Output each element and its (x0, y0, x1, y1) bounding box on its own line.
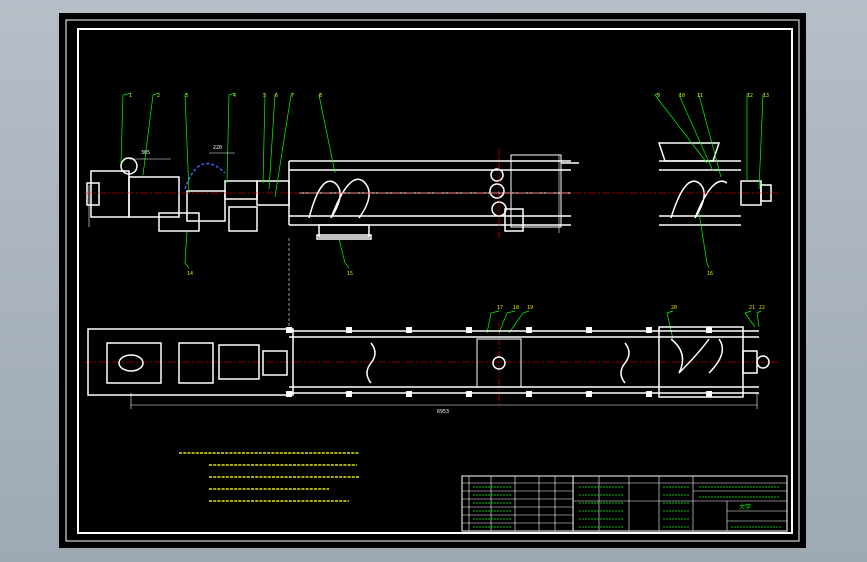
stud (526, 327, 532, 333)
drawing-outer-frame (65, 19, 800, 542)
stud (586, 391, 592, 397)
centerlines (84, 148, 779, 408)
balloon-20: 20 (671, 305, 677, 311)
balloon-4: 4 (233, 93, 236, 99)
stud (706, 327, 712, 333)
title-block (461, 475, 788, 532)
balloon-22: 22 (759, 305, 765, 311)
balloon-17: 17 (497, 305, 503, 311)
stud (646, 327, 652, 333)
motor (90, 170, 130, 218)
stud (466, 327, 472, 333)
stud (406, 327, 412, 333)
plan-break-right (620, 342, 630, 384)
reducer-body (128, 176, 180, 218)
stud (406, 391, 412, 397)
screw-flights-right (670, 180, 728, 219)
intermediate-bearing (489, 168, 524, 232)
stud (586, 327, 592, 333)
plan-break-left (366, 342, 376, 384)
balloon-21: 21 (749, 305, 755, 311)
screw-flights-left (308, 178, 370, 219)
plan-bearing (262, 350, 288, 376)
plan-motor-end (118, 354, 144, 372)
technical-notes (179, 452, 359, 502)
balloon-13: 13 (763, 93, 769, 99)
plan-reducer (178, 342, 214, 384)
stud (526, 391, 532, 397)
plan-joint (476, 338, 522, 388)
plan-motor (106, 342, 162, 384)
balloon-12: 12 (747, 93, 753, 99)
inlet-flange (316, 234, 372, 240)
motor-base (86, 182, 100, 206)
plan-studs (286, 327, 712, 397)
balloon-10: 10 (679, 93, 685, 99)
balloon-18: 18 (513, 305, 519, 311)
balloon-14: 14 (187, 271, 193, 277)
reducer-foot (158, 212, 200, 232)
elevation-view (86, 142, 772, 240)
balloon-11: 11 (697, 93, 703, 99)
stud (346, 327, 352, 333)
drive-shaft-box (224, 180, 258, 200)
balloon-5: 5 (263, 93, 266, 99)
balloon-9: 9 (657, 93, 660, 99)
balloon-19: 19 (527, 305, 533, 311)
balloon-15: 15 (347, 271, 353, 277)
stud (286, 391, 292, 397)
plan-joint-hub (492, 356, 506, 370)
joint-cover (510, 154, 562, 228)
balloon-6: 6 (275, 93, 278, 99)
dim-elevation-left: 305 (141, 150, 150, 156)
balloon-16: 16 (707, 271, 713, 277)
dim-elevation-mid: 220 (213, 145, 222, 151)
plan-view (87, 326, 770, 398)
drawing-inner-frame (77, 28, 793, 534)
stud (346, 391, 352, 397)
stud (646, 391, 652, 397)
leader-lines (120, 92, 766, 340)
stud (286, 327, 292, 333)
title-block-text-marks (473, 486, 781, 528)
plan-drive-frame (87, 328, 294, 396)
balloon-8: 8 (319, 93, 322, 99)
stud (466, 391, 472, 397)
motor-fan (120, 157, 138, 175)
balloon-3: 3 (185, 93, 188, 99)
plan-coupling (218, 344, 260, 380)
dimensions (88, 152, 758, 409)
plan-end-cap (756, 355, 770, 369)
dim-plan-overall: 6953 (437, 409, 449, 415)
coupling-arc (184, 162, 226, 190)
outlet-hopper (657, 142, 721, 162)
balloon-2: 2 (157, 93, 160, 99)
plan-outlet-flights (670, 338, 724, 374)
inlet-hopper (318, 224, 370, 238)
title-block-company: 大学 (739, 503, 751, 511)
coupling-housing (186, 190, 226, 222)
base-block (228, 206, 258, 232)
balloon-1: 1 (129, 93, 132, 99)
stud (706, 391, 712, 397)
balloon-7: 7 (291, 93, 294, 99)
